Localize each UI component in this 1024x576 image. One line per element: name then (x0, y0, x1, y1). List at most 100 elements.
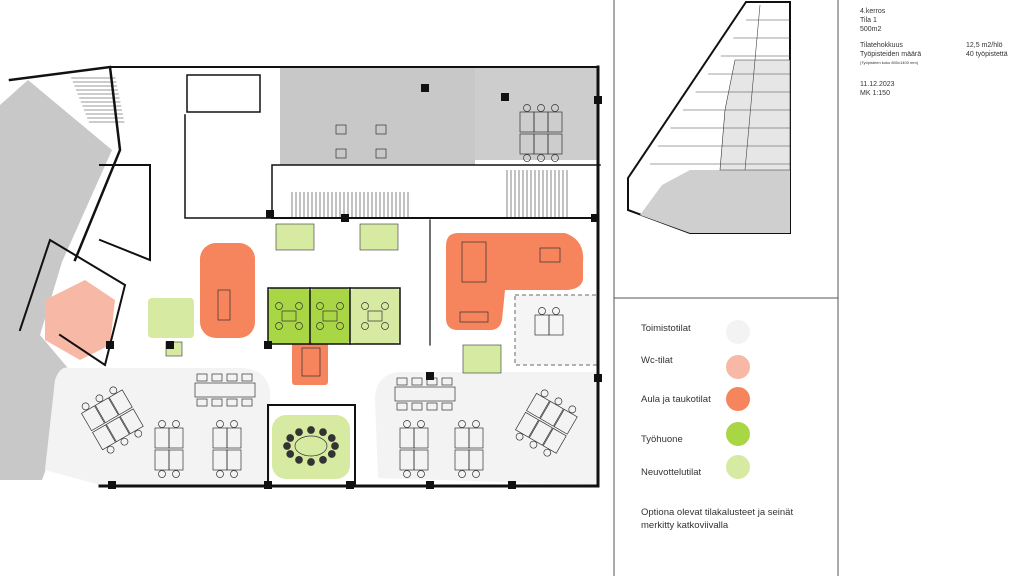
pillar (266, 210, 274, 218)
armchair (375, 148, 387, 159)
table (281, 310, 297, 322)
sofa (459, 311, 489, 323)
lounge-table (301, 347, 321, 377)
meeting-room-2 (148, 298, 194, 338)
lift-core (98, 164, 151, 262)
chair (211, 398, 223, 407)
chair (295, 456, 303, 464)
pillar (108, 481, 116, 489)
lobby-zone (200, 243, 255, 338)
chair (226, 373, 238, 382)
chair (417, 470, 425, 478)
legend-label-office-room: Työhuone (641, 434, 683, 445)
chair (95, 394, 104, 403)
chair (336, 302, 344, 310)
chair (381, 302, 389, 310)
legend-note: Optiona olevat tilakalusteet ja seinät m… (641, 507, 794, 531)
chair (275, 322, 283, 330)
legend-swatch-meeting (726, 455, 750, 479)
pillar (508, 481, 516, 489)
chair (241, 398, 253, 407)
chair (307, 426, 315, 434)
chair (316, 302, 324, 310)
chair (537, 104, 545, 112)
chair (336, 322, 344, 330)
meeting-room-3-wall (267, 404, 356, 487)
legend-swatch-office (726, 320, 750, 344)
chair (543, 448, 552, 457)
wc-wall (18, 238, 127, 367)
chair (403, 420, 411, 428)
pillar (426, 481, 434, 489)
pillar (501, 93, 509, 101)
desk (528, 419, 553, 446)
desk-cluster (81, 386, 144, 454)
desk (168, 427, 184, 449)
long-table (461, 241, 487, 283)
pillar (166, 341, 174, 349)
chair (319, 428, 327, 436)
chair (241, 373, 253, 382)
chair (403, 470, 411, 478)
lounge-zone (292, 340, 328, 385)
desk (526, 392, 550, 419)
meeting-room-1 (350, 288, 400, 344)
desk (92, 424, 116, 451)
chair (331, 442, 339, 450)
chair (411, 377, 423, 386)
chair (286, 450, 295, 458)
chair (529, 440, 538, 449)
chair (327, 434, 336, 442)
chair (426, 402, 438, 411)
chair (327, 450, 336, 458)
lift-shafts (186, 74, 261, 113)
office-room-2 (310, 288, 350, 344)
desk (468, 449, 484, 471)
chair (458, 470, 466, 478)
chair (361, 322, 369, 330)
legend-label-lobby: Aula ja taukotilat (641, 394, 711, 405)
phone-booth-1 (275, 223, 315, 251)
chair (172, 470, 180, 478)
chair (551, 154, 559, 162)
neighbour-area-top (280, 67, 475, 165)
floor-label: 4.kerros (860, 8, 886, 15)
pillar (426, 372, 434, 380)
chair (396, 402, 408, 411)
table (194, 382, 256, 398)
chair (417, 420, 425, 428)
keymap-line (744, 4, 761, 171)
chair (295, 322, 303, 330)
workstation-size-note: (Työpisteen koko 800x1400 mm) (860, 60, 919, 65)
chair (537, 154, 545, 162)
office-area-east (375, 372, 598, 485)
chair (551, 104, 559, 112)
chair (441, 402, 453, 411)
armchair (335, 124, 347, 135)
chair (230, 470, 238, 478)
desk (105, 416, 130, 443)
office-area-northeast (514, 294, 599, 366)
chair (81, 402, 90, 411)
date-label: 11.12.2023 (860, 81, 895, 88)
neighbour-area-left (0, 80, 112, 480)
chair (120, 437, 129, 446)
desk (119, 408, 144, 435)
partition-offices (267, 287, 401, 345)
workstations-value: 40 työpistettä (966, 51, 1008, 58)
chair (196, 398, 208, 407)
chair (441, 377, 453, 386)
desk (108, 389, 133, 416)
chair (316, 322, 324, 330)
reception-desk (217, 289, 231, 321)
desk (542, 427, 567, 454)
desk (413, 427, 429, 449)
neighbour-area-top-right (475, 67, 599, 160)
legend-swatch-lobby (726, 387, 750, 411)
phone-booth-2 (359, 223, 399, 251)
legend-label-office: Toimistotilat (641, 323, 691, 334)
chair (226, 398, 238, 407)
west-wall (8, 65, 122, 262)
break-room-zone (446, 233, 584, 330)
pillar (264, 341, 272, 349)
